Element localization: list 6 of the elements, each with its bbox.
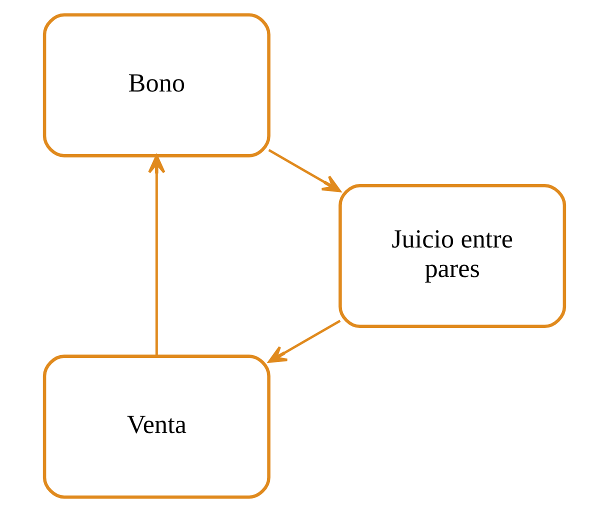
arrow — [268, 149, 340, 192]
arrow — [268, 320, 340, 363]
node-box: Bono — [42, 13, 270, 158]
node-box: Venta — [42, 354, 270, 499]
node-box: Juicio entre pares — [338, 184, 566, 328]
arrow — [148, 154, 165, 356]
